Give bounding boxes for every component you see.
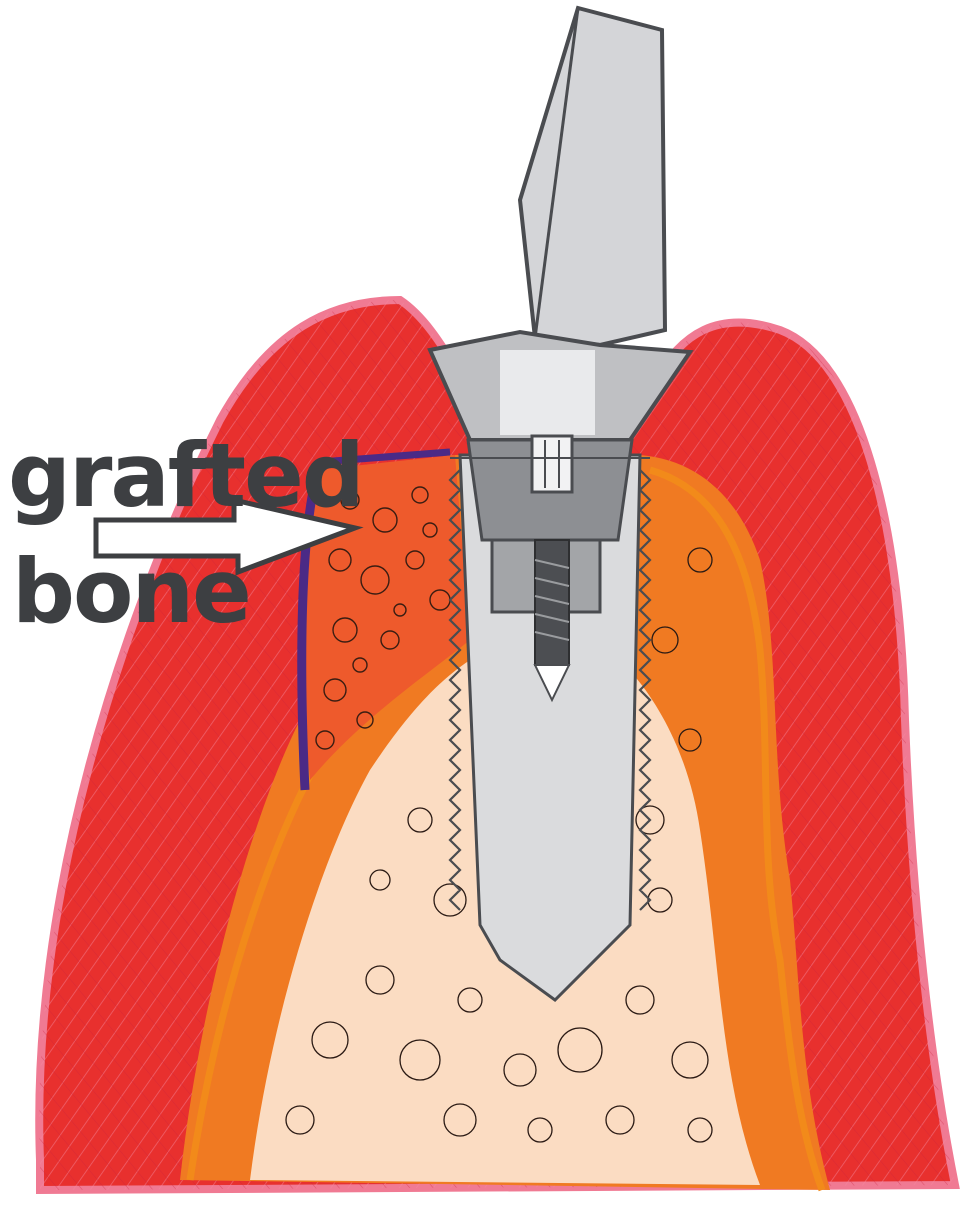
label-bone: bone bbox=[12, 548, 250, 636]
screw-head bbox=[532, 436, 572, 492]
label-grafted: grafted bbox=[8, 432, 363, 520]
collar-highlight bbox=[500, 350, 595, 435]
